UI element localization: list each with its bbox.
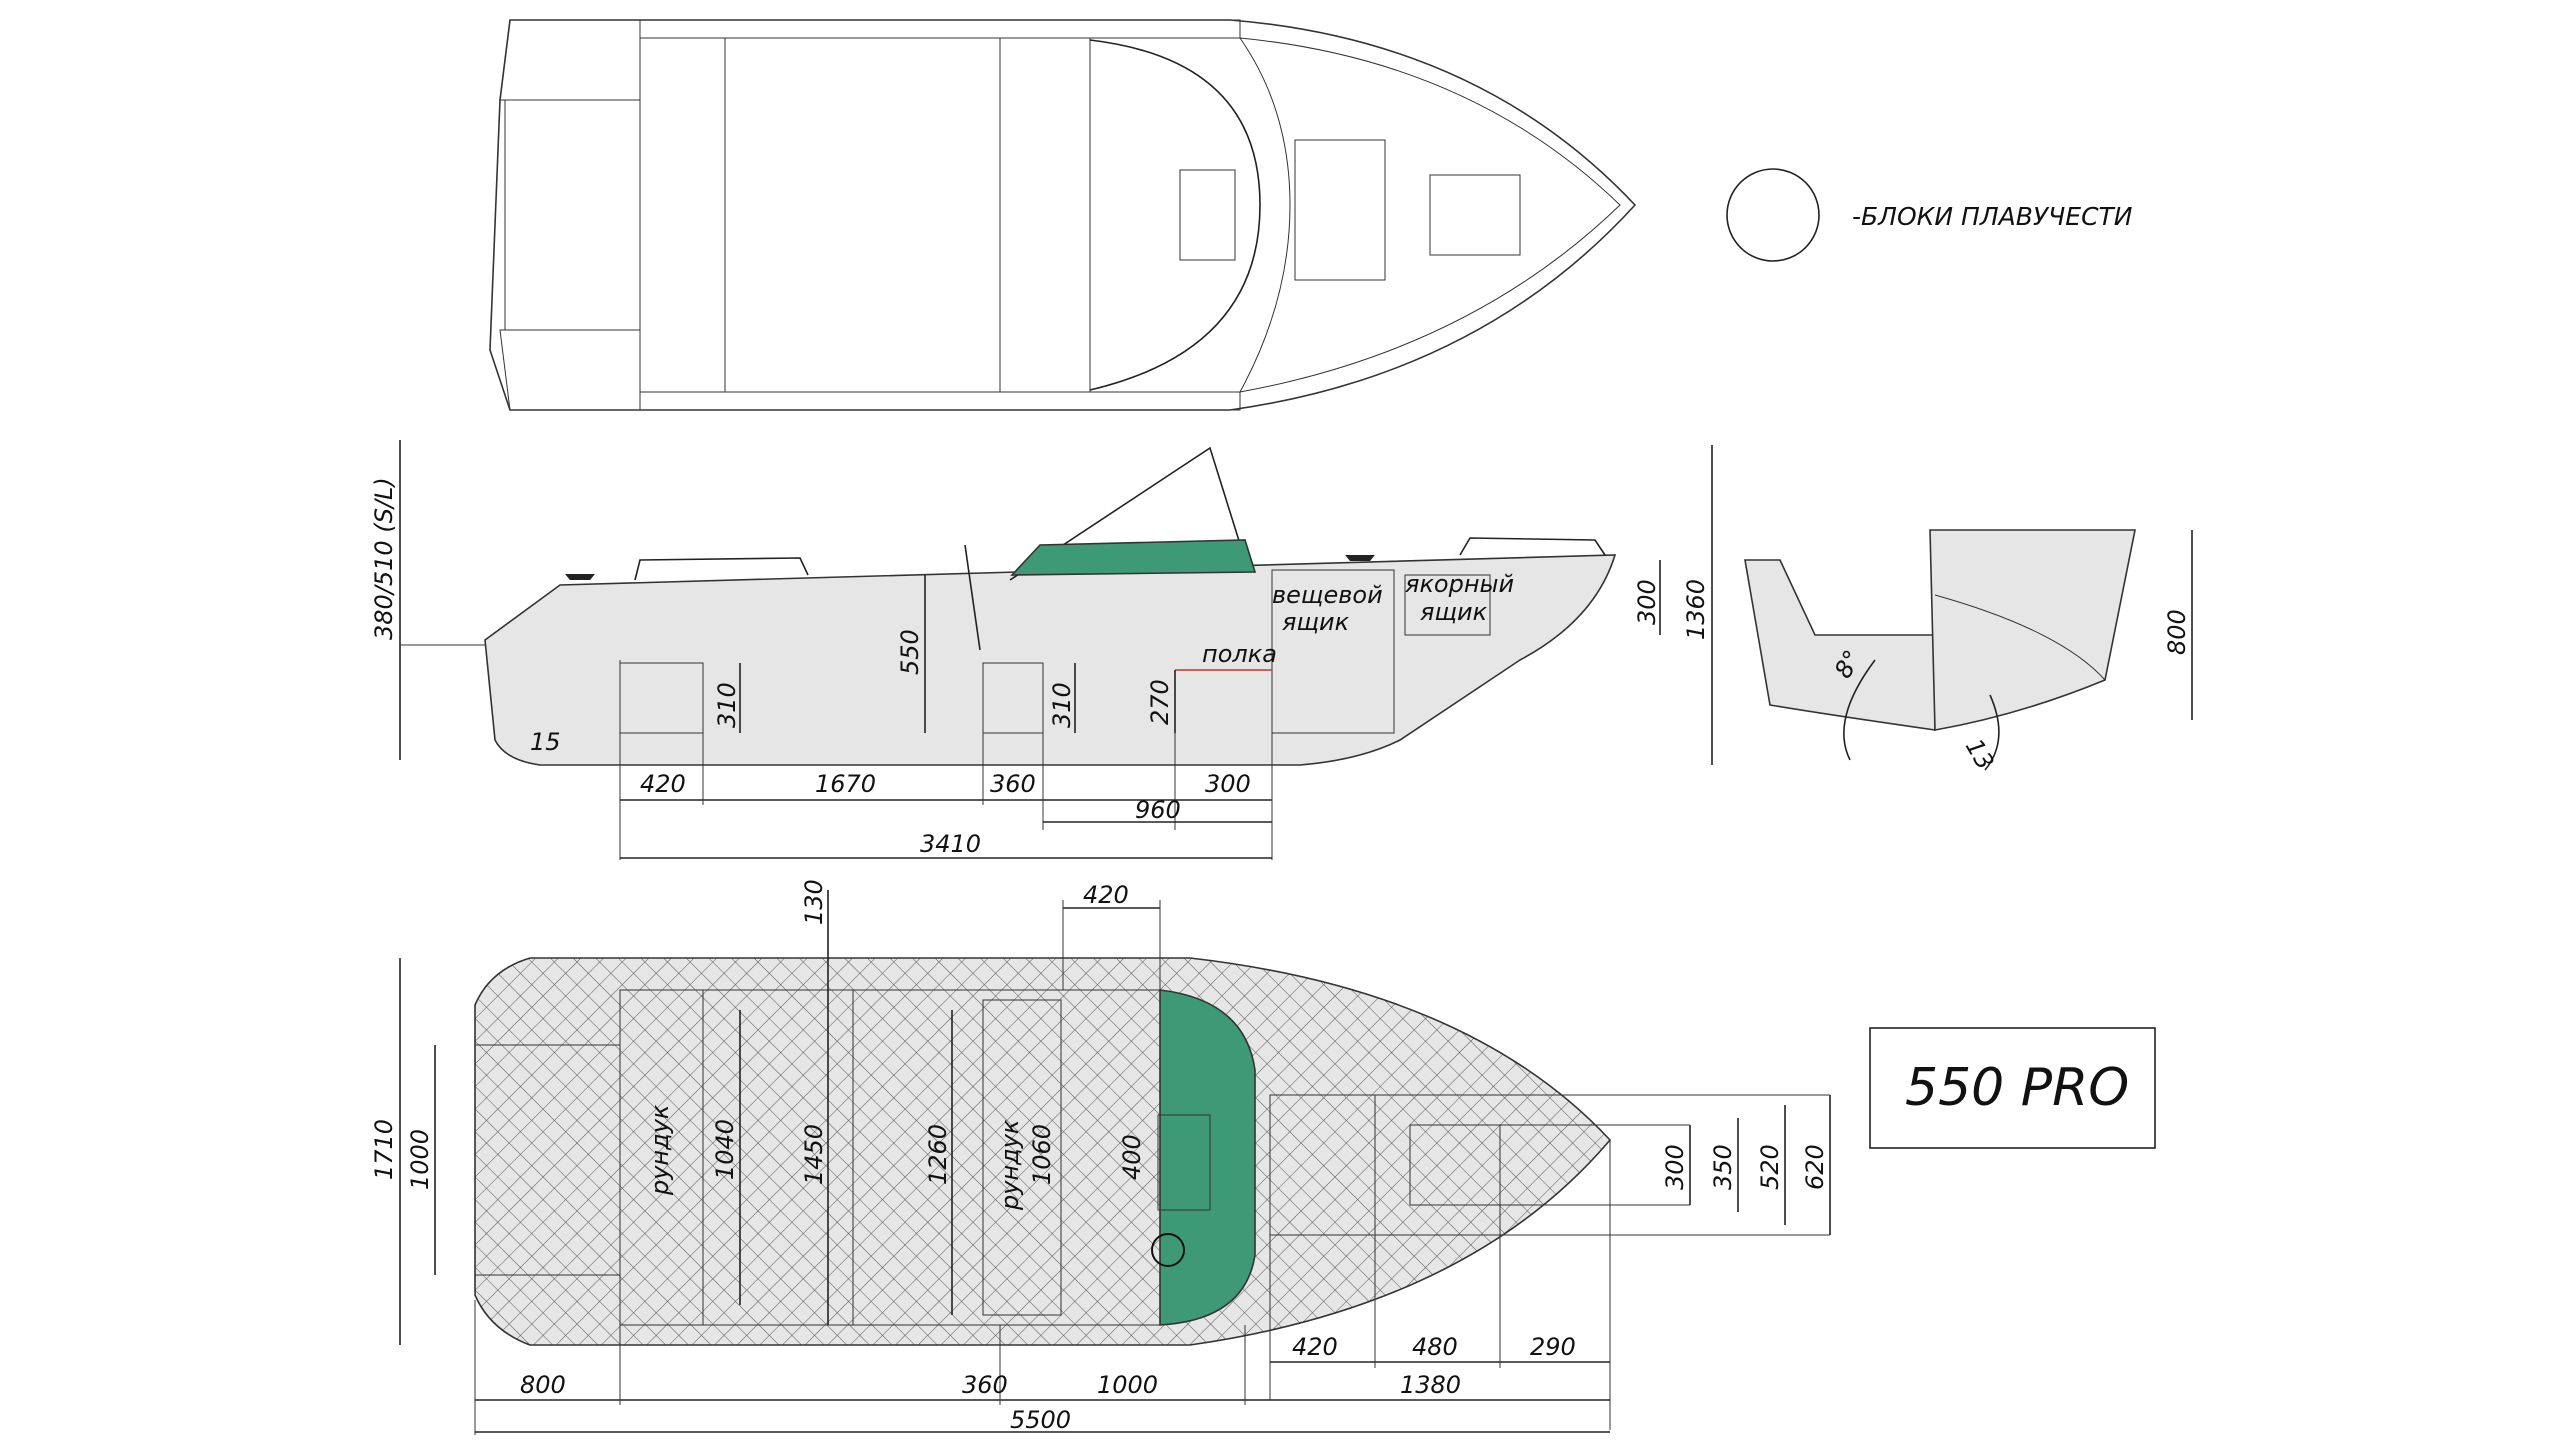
plan-view-dim-420bottom: 420 [1292,1333,1338,1361]
side-view-dim-550: 550 [896,629,924,675]
top-view [489,19,1637,411]
plan-view-console-dash [1157,1114,1211,1211]
legend-hatch-circle [1726,168,1820,262]
side-view-windshield-post [964,544,981,651]
plan-view-storage-hatch [1269,1094,1376,1236]
side-view-anchor-label-2: ящик [1420,598,1488,626]
plan-view-chest-2 [982,999,1062,1316]
plan-view-dim-130: 130 [800,879,828,925]
legend-text: -БЛОКИ ПЛАВУЧЕСТИ [1852,202,2133,231]
section-view: 800 8° 13 [1744,529,2193,774]
side-view-rail-aft [634,557,809,581]
top-view-windscreen [1089,39,1261,391]
plan-view-dim-400: 400 [1118,1134,1146,1180]
section-view-dim-800: 800 [2163,609,2191,655]
section-view-angle-13: 13 [1960,734,2000,774]
side-view-dim-310b: 310 [1048,682,1076,728]
plan-view-dim-800: 800 [520,1371,566,1399]
top-view-bow-buoyancy [1238,37,1621,393]
plan-view-hull [474,957,1612,1346]
side-view-dim-960: 960 [1135,796,1181,824]
side-view-dim-360: 360 [990,770,1036,798]
plan-view-dim-1000v: 1000 [406,1129,434,1190]
top-view-console [999,37,1091,393]
side-view-dim-angle15: 15 [530,728,561,756]
side-view-anchor-label-1: якорный [1405,570,1514,598]
plan-view-chest-2-label: рундук [996,1119,1024,1211]
plan-view-dim-290: 290 [1530,1333,1576,1361]
plan-view-anchor-hatch [1409,1124,1501,1206]
plan-view-dim-1000h: 1000 [1097,1371,1158,1399]
model-box-frame [1869,1027,2156,1149]
top-view-dash [1179,169,1236,261]
side-view-dim-1670: 1670 [815,770,876,798]
side-view-storage-box [1271,569,1395,734]
side-view-dim-270: 270 [1146,679,1174,725]
plan-view-dim-1040: 1040 [711,1119,739,1180]
side-view-cleat-bow [1345,555,1375,561]
plan-view-console [1159,989,1256,1326]
side-view-windscreen-frame [1009,446,1246,581]
side-view-dim-310a: 310 [713,682,741,728]
side-view-dim-transom: 380/510 (S/L) [370,477,398,640]
section-view-arc-13 [1984,694,2000,771]
side-view: вещевой ящик якорный ящик полка 380/510 … [370,440,1713,860]
side-view-dim-3410: 3410 [920,830,981,858]
side-view-storage-label-2: ящик [1282,608,1350,636]
section-view-left [1744,559,1936,731]
plan-view-chest-1-label: рундук [646,1104,674,1196]
plan-view-dim-1260: 1260 [924,1124,952,1185]
side-view-dim-300h: 300 [1205,770,1251,798]
plan-view-dim-420top: 420 [1083,881,1129,909]
top-view-hatch-1 [1294,139,1386,281]
plan-view-dim-360: 360 [962,1371,1008,1399]
side-view-dim-420: 420 [640,770,686,798]
model-box: 550 PRO [1869,1027,2156,1149]
section-view-curve [1934,594,2106,681]
legend: -БЛОКИ ПЛАВУЧЕСТИ [1726,168,2133,262]
plan-view-dim-480: 480 [1412,1333,1458,1361]
plan-view-dim-5500: 5500 [1010,1406,1071,1434]
plan-view-dim-1380: 1380 [1400,1371,1461,1399]
plan-view-dim-350: 350 [1709,1144,1737,1190]
plan-view: рундук рундук 1710 1000 1040 1450 130 12… [370,879,1831,1435]
top-view-hatch-2 [1429,174,1521,256]
plan-view-dim-620: 620 [1801,1144,1829,1190]
side-view-dim-300v: 300 [1633,579,1661,625]
side-view-shelf-label: полка [1202,640,1277,668]
side-view-windscreen-green [1010,539,1257,576]
plan-view-dim-1450: 1450 [800,1124,828,1185]
side-view-dim-1360: 1360 [1682,579,1710,640]
side-view-seat-box-2 [982,662,1044,734]
plan-view-dim-1710: 1710 [370,1119,398,1180]
side-view-anchor-box [1404,574,1491,636]
steering-wheel-icon [1151,1233,1185,1267]
model-name: 550 PRO [1905,1058,2129,1118]
side-view-cleat-aft [565,574,595,580]
side-view-rail-bow [1459,537,1606,556]
plan-view-dim-1060: 1060 [1028,1124,1056,1185]
side-view-storage-label-1: вещевой [1272,581,1383,609]
section-view-arc-8 [1843,659,1876,761]
side-view-hull [484,554,1617,766]
top-view-hull-outline [489,19,1637,411]
plan-view-dim-300: 300 [1661,1144,1689,1190]
plan-view-dim-520: 520 [1756,1144,1784,1190]
